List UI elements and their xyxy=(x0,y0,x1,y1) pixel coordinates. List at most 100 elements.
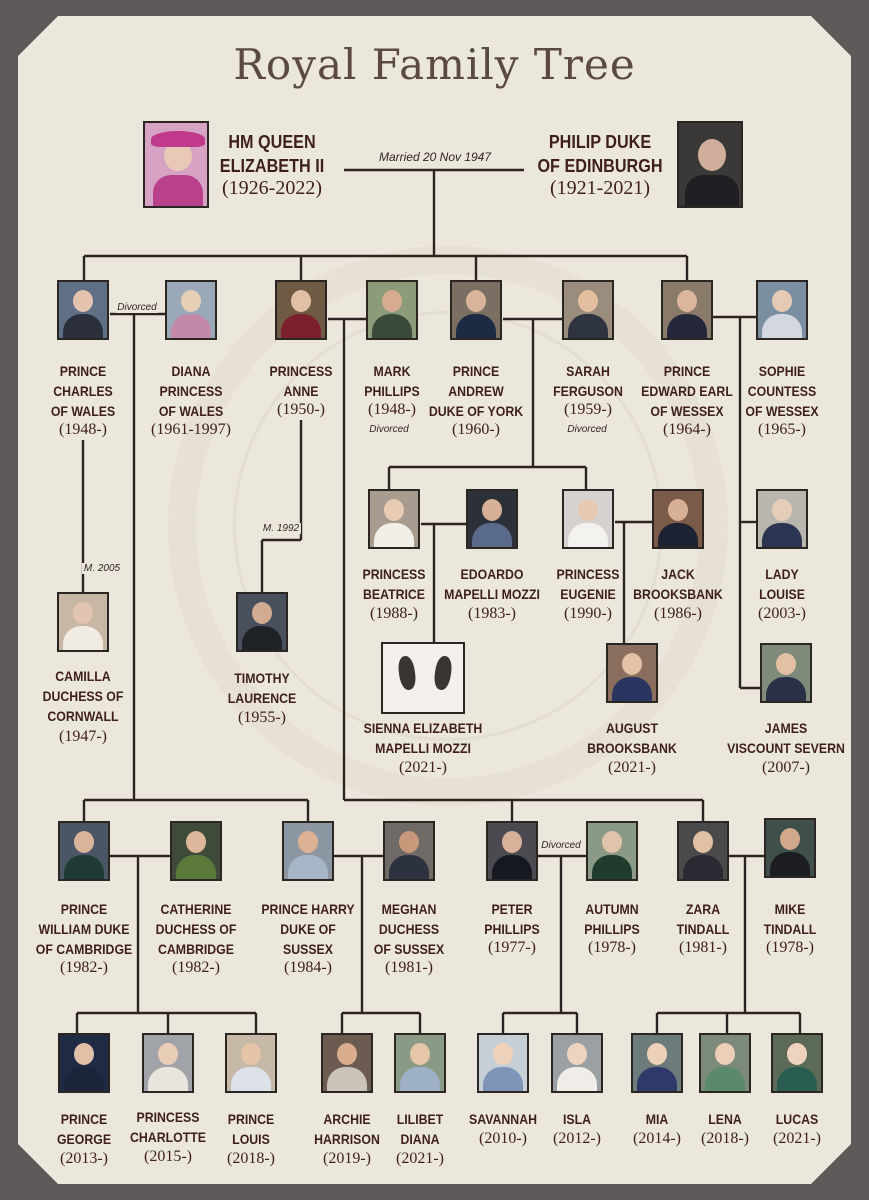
harry-name: PRINCE HARRY DUKE OF SUSSEX xyxy=(261,901,355,957)
sienna-dates: (2021-) xyxy=(399,759,447,776)
charlotte-photo xyxy=(142,1033,194,1093)
august-dates: (2021-) xyxy=(608,759,656,776)
edward-dates: (1964-) xyxy=(663,421,711,438)
zara-photo xyxy=(677,821,729,881)
anne-photo xyxy=(275,280,327,340)
william-photo xyxy=(58,821,110,881)
jack-dates: (1986-) xyxy=(654,605,702,622)
lilibet-name: LILIBET DIANA xyxy=(396,1111,444,1147)
lucas-dates: (2021-) xyxy=(773,1130,821,1147)
divorced-note-charles: Divorced xyxy=(115,302,159,313)
philip-name: PHILIP DUKE OF EDINBURGH xyxy=(537,132,663,176)
marriage-note-1947: Married 20 Nov 1947 xyxy=(376,150,494,164)
lilibet-photo xyxy=(394,1033,446,1093)
divorced-note-andrew: Divorced xyxy=(565,424,609,435)
marriage-note-1992: M. 1992 xyxy=(260,523,302,534)
mark-photo xyxy=(366,280,418,340)
philip-photo xyxy=(677,121,743,208)
louis-dates: (2018-) xyxy=(227,1150,275,1167)
page-title: Royal Family Tree xyxy=(233,40,636,89)
footprint-right-icon xyxy=(432,655,454,691)
beatrice-dates: (1988-) xyxy=(370,605,418,622)
lena-name: LENA xyxy=(708,1111,742,1127)
camilla-name: CAMILLA DUCHESS OF CORNWALL xyxy=(42,668,124,724)
louise-photo xyxy=(756,489,808,549)
andrew-photo xyxy=(450,280,502,340)
lena-photo xyxy=(699,1033,751,1093)
james-dates: (2007-) xyxy=(762,759,810,776)
autumn-dates: (1978-) xyxy=(588,939,636,956)
harry-photo xyxy=(282,821,334,881)
catherine-name: CATHERINE DUCHESS OF CAMBRIDGE xyxy=(155,901,237,957)
william-name: PRINCE WILLIAM DUKE OF CAMBRIDGE xyxy=(35,901,133,957)
diana-name: DIANA PRINCESS OF WALES xyxy=(158,363,224,419)
eugenie-name: PRINCESS EUGENIE xyxy=(556,566,620,602)
isla-dates: (2012-) xyxy=(553,1130,601,1147)
camilla-dates: (1947-) xyxy=(59,728,107,745)
eugenie-photo xyxy=(562,489,614,549)
queen-dates: (1926-2022) xyxy=(222,177,322,199)
savannah-name: SAVANNAH xyxy=(468,1111,537,1127)
sarah-dates: (1959-) xyxy=(564,401,612,418)
charles-name: PRINCE CHARLES OF WALES xyxy=(50,363,116,419)
peter-dates: (1977-) xyxy=(488,939,536,956)
timothy-photo xyxy=(236,592,288,652)
lucas-photo xyxy=(771,1033,823,1093)
harry-dates: (1984-) xyxy=(284,959,332,976)
george-photo xyxy=(58,1033,110,1093)
mike-name: MIKE TINDALL xyxy=(763,901,817,937)
archie-photo xyxy=(321,1033,373,1093)
andrew-dates: (1960-) xyxy=(452,421,500,438)
archie-dates: (2019-) xyxy=(323,1150,371,1167)
meghan-name: MEGHAN DUCHESS OF SUSSEX xyxy=(373,901,445,957)
edoardo-photo xyxy=(466,489,518,549)
archie-name: ARCHIE HARRISON xyxy=(314,1111,380,1147)
queen-photo xyxy=(143,121,209,208)
william-dates: (1982-) xyxy=(60,959,108,976)
mia-name: MIA xyxy=(645,1111,669,1127)
diana-dates: (1961-1997) xyxy=(151,421,231,438)
august-name: AUGUST BROOKSBANK xyxy=(587,720,677,756)
camilla-photo xyxy=(57,592,109,652)
peter-name: PETER PHILLIPS xyxy=(484,901,540,937)
mike-dates: (1978-) xyxy=(766,939,814,956)
edoardo-dates: (1983-) xyxy=(468,605,516,622)
marriage-note-2005: M. 2005 xyxy=(81,563,123,574)
edward-name: PRINCE EDWARD EARL OF WESSEX xyxy=(641,363,733,419)
sarah-photo xyxy=(562,280,614,340)
meghan-photo xyxy=(383,821,435,881)
autumn-name: AUTUMN PHILLIPS xyxy=(584,901,640,937)
catherine-dates: (1982-) xyxy=(172,959,220,976)
louise-dates: (2003-) xyxy=(758,605,806,622)
edoardo-name: EDOARDO MAPELLI MOZZI xyxy=(444,566,540,602)
catherine-photo xyxy=(170,821,222,881)
zara-name: ZARA TINDALL xyxy=(676,901,730,937)
sophie-photo xyxy=(756,280,808,340)
mia-photo xyxy=(631,1033,683,1093)
lilibet-dates: (2021-) xyxy=(396,1150,444,1167)
beatrice-name: PRINCESS BEATRICE xyxy=(362,566,426,602)
sienna-name: SIENNA ELIZABETH MAPELLI MOZZI xyxy=(363,720,483,756)
lena-dates: (2018-) xyxy=(701,1130,749,1147)
timothy-dates: (1955-) xyxy=(238,709,286,726)
meghan-dates: (1981-) xyxy=(385,959,433,976)
august-photo xyxy=(606,643,658,703)
charles-photo xyxy=(57,280,109,340)
louis-name: PRINCE LOUIS xyxy=(227,1111,275,1147)
charles-dates: (1948-) xyxy=(59,421,107,438)
sophie-name: SOPHIE COUNTESS OF WESSEX xyxy=(745,363,819,419)
louis-photo xyxy=(225,1033,277,1093)
timothy-name: TIMOTHY LAURENCE xyxy=(227,670,297,706)
savannah-photo xyxy=(477,1033,529,1093)
mike-photo xyxy=(764,818,816,878)
zara-dates: (1981-) xyxy=(679,939,727,956)
james-name: JAMES VISCOUNT SEVERN xyxy=(727,720,845,756)
lucas-name: LUCAS xyxy=(775,1111,819,1127)
isla-photo xyxy=(551,1033,603,1093)
peter-photo xyxy=(486,821,538,881)
anne-dates: (1950-) xyxy=(277,401,325,418)
george-name: PRINCE GEORGE xyxy=(56,1111,112,1147)
jack-photo xyxy=(652,489,704,549)
diana-photo xyxy=(165,280,217,340)
